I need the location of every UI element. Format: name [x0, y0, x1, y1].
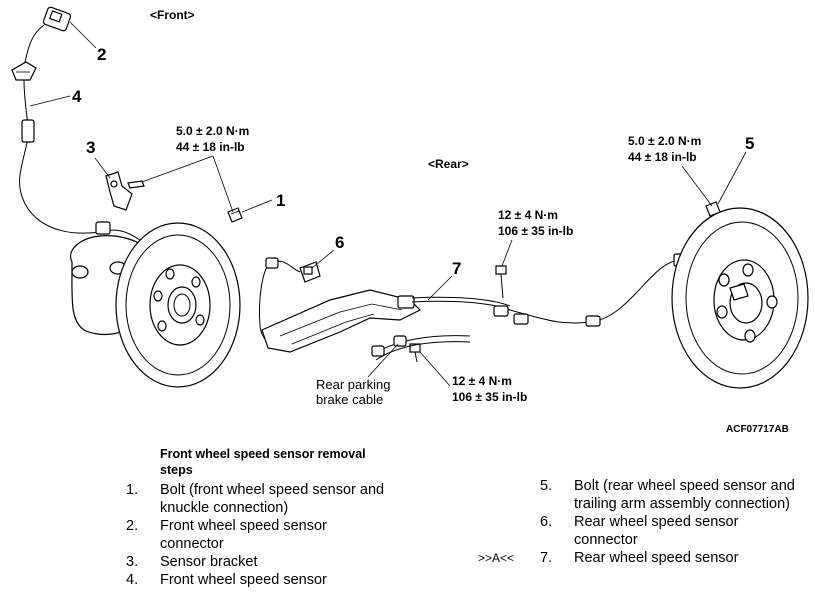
leader-5 — [717, 151, 747, 205]
step-number-3: 3. — [126, 554, 139, 570]
knuckle-boss-upper — [71, 265, 89, 279]
figure-code: ACF07717AB — [726, 424, 789, 435]
step-2-line-1: Front wheel speed sensor — [160, 518, 327, 534]
front-label: <Front> — [150, 8, 195, 22]
leader-1 — [241, 199, 273, 213]
torque5-leader — [681, 165, 713, 207]
step-number-6: 6. — [540, 514, 553, 530]
step-desc-4: Front wheel speed sensor — [160, 571, 327, 589]
callout-1: 1 — [276, 191, 285, 210]
rear-torque5-nm: 5.0 ± 2.0 N·m — [628, 134, 701, 148]
torque-leader-bolt — [212, 155, 234, 213]
torque-leader-bracket — [141, 155, 214, 183]
step-2-line-2: connector — [160, 536, 224, 552]
step-number-1: 1. — [126, 482, 139, 498]
steps-heading: Front wheel speed sensor removal steps — [160, 446, 410, 478]
step-desc-5: Bolt (rear wheel speed sensor and traili… — [574, 477, 795, 513]
front-torque-nm: 5.0 ± 2.0 N·m — [176, 124, 249, 138]
step-desc-2: Front wheel speed sensor connector — [160, 517, 327, 553]
step-6-line-2: connector — [574, 532, 638, 548]
rear-torque-lower-nm: 12 ± 4 N·m — [452, 374, 512, 388]
step-desc-6: Rear wheel speed sensor connector — [574, 513, 738, 549]
rear-label: <Rear> — [428, 157, 469, 171]
rear-cable-grommet — [265, 257, 279, 269]
callout-4: 4 — [72, 87, 82, 106]
step-5-line-2: trailing arm assembly connection) — [574, 496, 790, 512]
leader-2 — [69, 21, 97, 49]
steps-heading-line2: steps — [160, 463, 193, 477]
front-harness-clip — [11, 61, 37, 81]
front-cable-clip — [95, 221, 111, 235]
leader-4 — [29, 95, 71, 107]
step-desc-3: Sensor bracket — [160, 553, 258, 571]
callout-3: 3 — [86, 138, 95, 157]
sensor-bracket-part — [105, 171, 145, 211]
step-number-2: 2. — [126, 518, 139, 534]
leader-6 — [311, 249, 335, 269]
callout-5: 5 — [745, 134, 754, 153]
step-1-line-2: knuckle connection) — [160, 500, 289, 516]
parking-cable-label-2: brake cable — [316, 392, 383, 407]
rear-connector-part — [299, 261, 321, 283]
rear-cable-clip-b — [513, 313, 529, 325]
front-cable-grommet — [21, 119, 35, 143]
rear-bolt-upper — [495, 265, 507, 299]
front-torque-inlb: 44 ± 18 in-lb — [176, 140, 245, 154]
step-number-7: 7. — [540, 550, 553, 566]
parking-cable-label-1: Rear parking — [316, 377, 390, 392]
step-number-5: 5. — [540, 478, 553, 494]
rear-brake-drum — [671, 207, 809, 389]
rear-bolt-5-part — [705, 201, 721, 217]
callout-7: 7 — [452, 259, 461, 278]
procedure-marker: >>A<< — [478, 551, 515, 565]
front-connector-part — [42, 6, 72, 32]
wheel-speed-sensor-diagram: <Front> <Rear> — [11, 6, 809, 435]
front-bolt-part — [227, 207, 243, 223]
trailing-arm — [261, 289, 422, 353]
step-7-line-1: Rear wheel speed sensor — [574, 550, 739, 566]
step-number-4: 4. — [126, 572, 139, 588]
parking-brake-cable — [371, 335, 471, 361]
parking-cable-leader — [367, 343, 399, 378]
front-cable-upper — [24, 24, 45, 63]
rear-torque-upper-nm: 12 ± 4 N·m — [498, 208, 558, 222]
step-1-line-1: Bolt (front wheel speed sensor and — [160, 482, 385, 498]
rear-sensor-cable — [411, 259, 681, 324]
rear-sensor-cable-2 — [411, 296, 511, 307]
steps-heading-line1: Front wheel speed sensor removal — [160, 447, 366, 461]
rear-torque5-inlb: 44 ± 18 in-lb — [628, 150, 697, 164]
rear-torque-upper-inlb: 106 ± 35 in-lb — [498, 224, 573, 238]
front-brake-rotor — [115, 222, 241, 388]
callout-6: 6 — [335, 233, 344, 252]
leader-3 — [94, 157, 111, 179]
step-6-line-1: Rear wheel speed sensor — [574, 514, 739, 530]
step-desc-7: Rear wheel speed sensor — [574, 549, 738, 567]
step-4-line-1: Front wheel speed sensor — [160, 572, 327, 588]
rear-cable-clip-a — [493, 305, 509, 317]
torque-upper-leader — [501, 239, 513, 267]
step-desc-1: Bolt (front wheel speed sensor and knuck… — [160, 481, 384, 517]
step-5-line-1: Bolt (rear wheel speed sensor and — [574, 478, 795, 494]
torque-lower-leader — [419, 351, 451, 387]
leader-7 — [427, 275, 453, 301]
rear-torque-lower-inlb: 106 ± 35 in-lb — [452, 390, 527, 404]
rear-bolt-lower — [409, 343, 421, 363]
step-3-line-1: Sensor bracket — [160, 554, 258, 570]
rear-cable-clip-c — [585, 315, 601, 327]
callout-2: 2 — [97, 45, 106, 64]
